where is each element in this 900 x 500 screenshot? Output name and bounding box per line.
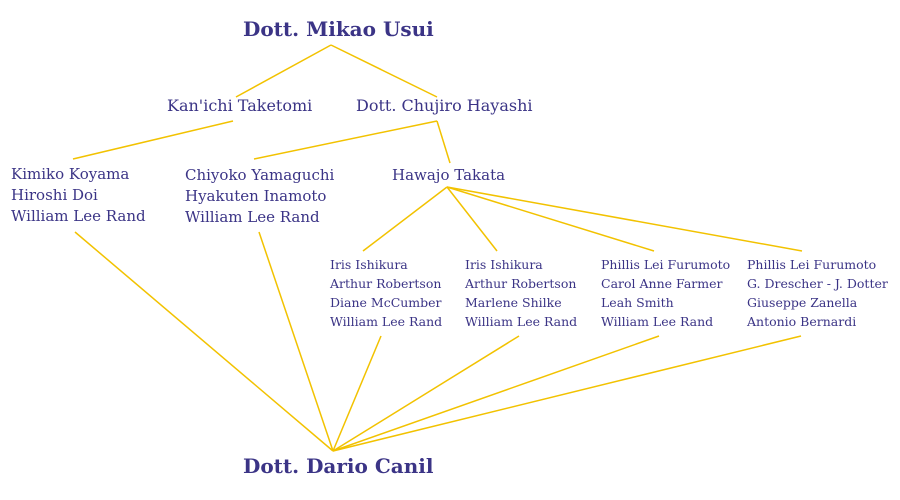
person-name: Dott. Dario Canil	[243, 454, 434, 478]
person-name: William Lee Rand	[465, 314, 578, 329]
edge-taketomi-koyama	[72, 120, 234, 160]
person-name: Kan'ichi Taketomi	[167, 96, 313, 115]
edge-takata-furumoto2	[446, 186, 803, 252]
person-name: Diane McCumber	[330, 295, 442, 310]
edge-koyama-canil	[74, 231, 334, 452]
person-name: Iris Ishikura	[330, 257, 408, 272]
person-name: G. Drescher - J. Dotter	[747, 276, 888, 291]
person-name: Giuseppe Zanella	[747, 295, 858, 310]
person-name: Iris Ishikura	[465, 257, 543, 272]
edge-hayashi-takata	[436, 120, 451, 164]
person-name: Hyakuten Inamoto	[185, 187, 327, 205]
edge-yamaguchi-canil	[258, 231, 334, 452]
person-name: Phillis Lei Furumoto	[747, 257, 877, 272]
person-name: Marlene Shilke	[465, 295, 562, 310]
person-name: Leah Smith	[601, 295, 674, 310]
person-name: William Lee Rand	[185, 208, 320, 226]
node-taketomi: Kan'ichi Taketomi	[167, 96, 312, 115]
person-name: Phillis Lei Furumoto	[601, 257, 731, 272]
edge-takata-ishikura1	[362, 186, 448, 252]
person-name: Carol Anne Farmer	[601, 276, 723, 291]
edge-usui-hayashi	[330, 44, 438, 98]
edge-furumoto1-canil	[332, 335, 660, 452]
edge-ishikura2-canil	[332, 335, 520, 452]
node-canil: Dott. Dario Canil	[243, 454, 433, 478]
edge-takata-ishikura2	[446, 186, 498, 252]
node-takata: Hawajo Takata	[392, 165, 505, 186]
person-name: Hiroshi Doi	[11, 186, 98, 204]
person-name: William Lee Rand	[601, 314, 714, 329]
person-name: William Lee Rand	[330, 314, 443, 329]
edge-takata-furumoto1	[446, 186, 655, 252]
edge-ishikura1-canil	[332, 335, 382, 452]
person-name: William Lee Rand	[11, 207, 146, 225]
node-furumoto-group-2: Phillis Lei Furumoto G. Drescher - J. Dot…	[747, 255, 888, 331]
person-name: Dott. Mikao Usui	[243, 17, 434, 41]
person-name: Antonio Bernardi	[747, 314, 857, 329]
person-name: Dott. Chujiro Hayashi	[356, 96, 533, 115]
person-name: Chiyoko Yamaguchi	[185, 166, 335, 184]
edge-hayashi-yamaguchi	[253, 120, 438, 160]
person-name: Arthur Robertson	[465, 276, 577, 291]
edge-furumoto2-canil	[332, 335, 802, 452]
person-name: Hawajo Takata	[392, 166, 506, 184]
edge-usui-taketomi	[235, 44, 332, 98]
node-usui: Dott. Mikao Usui	[243, 17, 434, 41]
person-name: Kimiko Koyama	[11, 165, 130, 183]
node-hayashi: Dott. Chujiro Hayashi	[356, 96, 533, 115]
person-name: Arthur Robertson	[330, 276, 442, 291]
